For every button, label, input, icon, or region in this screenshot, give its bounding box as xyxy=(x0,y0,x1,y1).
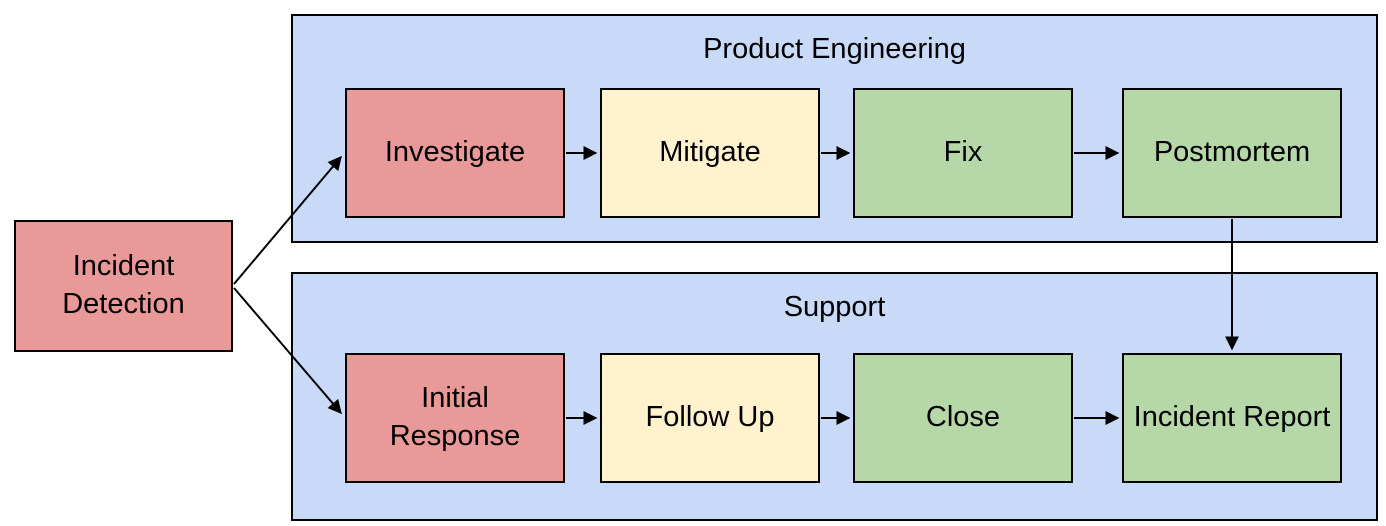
node-fix: Fix xyxy=(853,88,1073,218)
node-postmortem: Postmortem xyxy=(1122,88,1342,218)
node-close: Close xyxy=(853,353,1073,483)
node-incident-detection: Incident Detection xyxy=(14,220,233,352)
lane-title-product-engineering: Product Engineering xyxy=(703,33,966,65)
node-incident-report: Incident Report xyxy=(1122,353,1342,483)
node-mitigate: Mitigate xyxy=(600,88,820,218)
node-investigate: Investigate xyxy=(345,88,565,218)
lane-title-support: Support xyxy=(783,291,886,323)
node-initial-response: Initial Response xyxy=(345,353,565,483)
node-follow-up: Follow Up xyxy=(600,353,820,483)
